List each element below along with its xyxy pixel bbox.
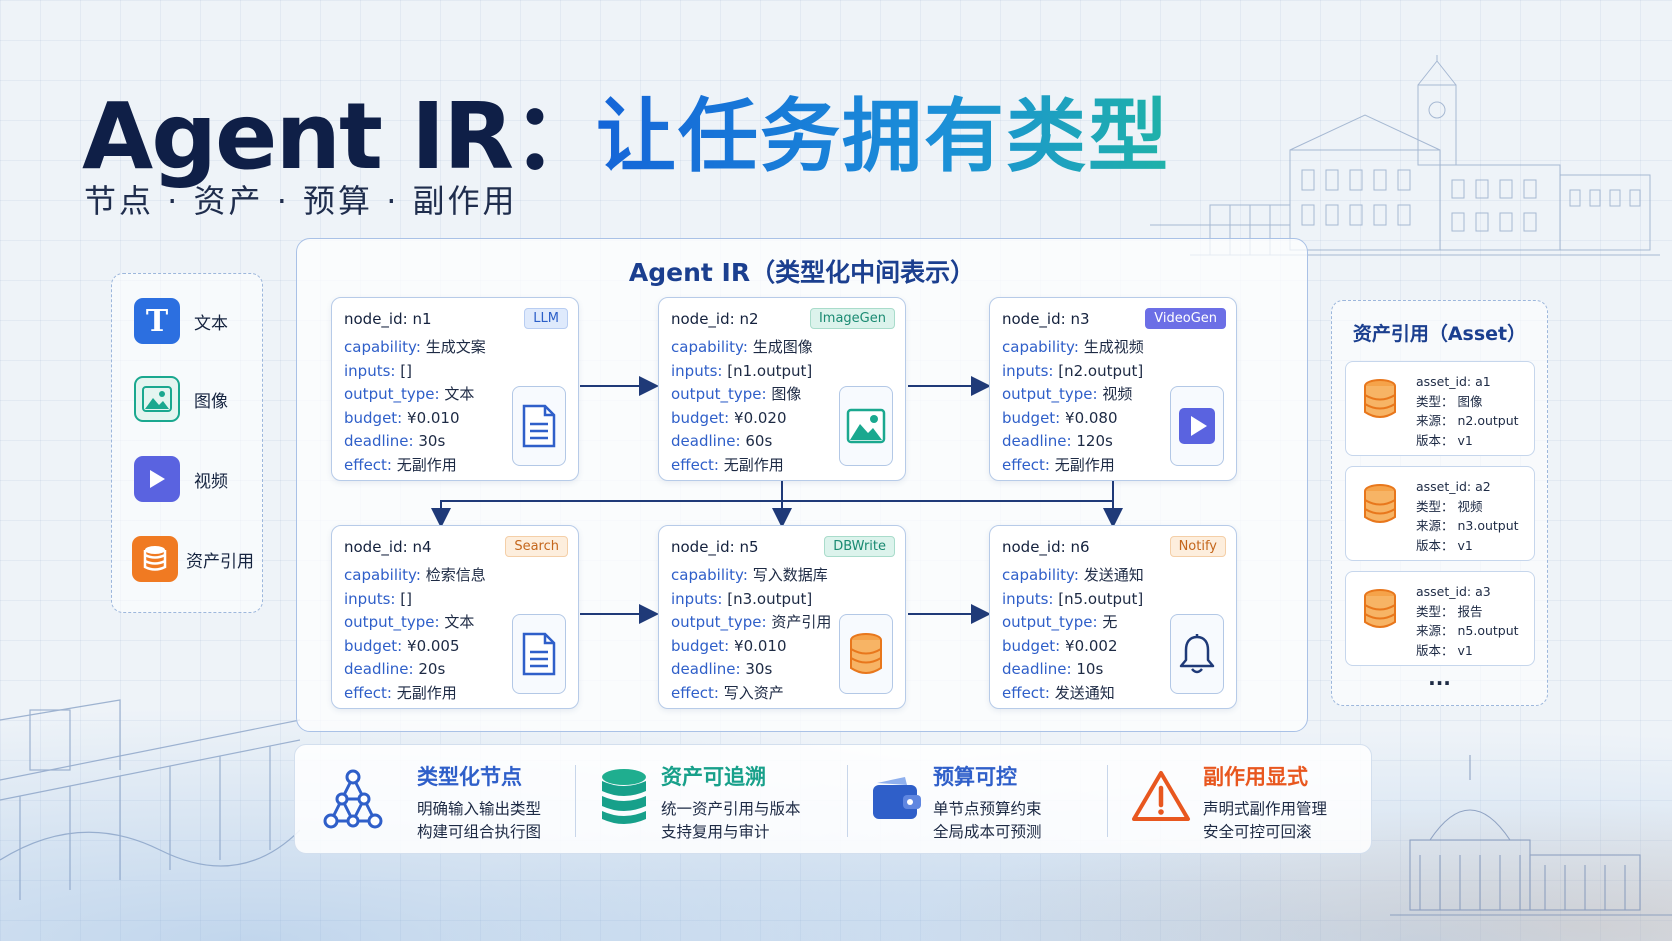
image-icon <box>839 386 893 466</box>
asset-panel-title: 资产引用（Asset） <box>1352 323 1527 345</box>
node-id: node_id: n5 <box>671 538 759 556</box>
feature-divider <box>847 765 848 837</box>
document-icon <box>512 386 566 466</box>
asset-card-a1[interactable]: asset_id: a1 类型： 图像 来源： n2.output 版本： v1 <box>1345 361 1535 456</box>
feature-line-2: 全局成本可预测 <box>933 823 1042 841</box>
database-icon <box>602 769 646 824</box>
node-fields: capability: 生成文案 inputs: [] output_type:… <box>344 338 486 474</box>
legend-item-image: 图像 <box>134 376 228 422</box>
node-fields: capability: 生成视频 inputs: [n2.output] out… <box>1002 338 1144 474</box>
image-icon <box>134 376 180 422</box>
wallet-icon <box>873 777 921 819</box>
asset-reference-panel: 资产引用（Asset） asset_id: a1 类型： 图像 来源： n2.o… <box>1331 300 1548 706</box>
node-id: node_id: n4 <box>344 538 432 556</box>
feature-line-1: 明确输入输出类型 <box>417 800 542 818</box>
ir-panel-title: Agent IR（类型化中间表示） <box>628 258 976 287</box>
asset-details: asset_id: a3 类型： 报告 来源： n5.output 版本： v1 <box>1416 584 1519 658</box>
asset-card-a3[interactable]: asset_id: a3 类型： 报告 来源： n5.output 版本： v1 <box>1345 571 1535 666</box>
feature-traceable-assets: 资产可追溯 统一资产引用与版本 支持复用与审计 <box>577 745 839 855</box>
feature-line-2: 构建可组合执行图 <box>417 823 542 841</box>
legend-label: 资产引用 <box>186 551 254 572</box>
title-highlight: 让任务拥有类型 <box>596 72 1170 188</box>
node-connectors <box>431 376 1123 624</box>
graph-icon <box>323 769 383 829</box>
database-icon <box>839 614 893 694</box>
coin-stack-icon <box>1364 379 1396 418</box>
text-icon: T <box>134 298 180 344</box>
node-id: node_id: n3 <box>1002 310 1090 328</box>
bell-icon <box>1170 614 1224 694</box>
play-icon <box>1170 386 1224 466</box>
subtitle: 节点 · 资产 · 预算 · 副作用 <box>84 182 518 220</box>
node-fields: capability: 发送通知 inputs: [n5.output] out… <box>1002 566 1144 702</box>
node-fields: capability: 写入数据库 inputs: [n3.output] ou… <box>671 566 832 702</box>
feature-line-2: 安全可控可回滚 <box>1203 823 1312 841</box>
capability-tag: DBWrite <box>824 536 895 557</box>
node-n4[interactable]: node_id: n4 Search capability: 检索信息 inpu… <box>331 525 579 709</box>
feature-title: 预算可控 <box>933 765 1017 789</box>
node-fields: capability: 生成图像 inputs: [n1.output] out… <box>671 338 813 474</box>
feature-strip: 类型化节点 明确输入输出类型 构建可组合执行图 资产可追溯 统一资产引用与版本 … <box>294 744 1372 854</box>
agent-ir-panel: Agent IR（类型化中间表示） node_id: n1 LLM capabi… <box>296 238 1308 732</box>
feature-line-1: 声明式副作用管理 <box>1203 800 1328 818</box>
node-fields: capability: 检索信息 inputs: [] output_type:… <box>344 566 486 702</box>
warning-icon <box>1132 771 1190 821</box>
legend-label: 图像 <box>194 391 228 412</box>
node-n6[interactable]: node_id: n6 Notify capability: 发送通知 inpu… <box>989 525 1237 709</box>
legend-label: 视频 <box>194 471 228 492</box>
node-n5[interactable]: node_id: n5 DBWrite capability: 写入数据库 in… <box>658 525 906 709</box>
legend-item-text: T 文本 <box>134 298 228 344</box>
node-id: node_id: n6 <box>1002 538 1090 556</box>
node-id: node_id: n1 <box>344 310 432 328</box>
feature-budget-control: 预算可控 单节点预算约束 全局成本可预测 <box>849 745 1111 855</box>
feature-explicit-side-effects: 副作用显式 声明式副作用管理 安全可控可回滚 <box>1109 745 1371 855</box>
capability-tag: Search <box>505 536 568 557</box>
node-n3[interactable]: node_id: n3 VideoGen capability: 生成视频 in… <box>989 297 1237 481</box>
asset-card-a2[interactable]: asset_id: a2 类型： 视频 来源： n3.output 版本： v1 <box>1345 466 1535 561</box>
legend-label: 文本 <box>194 313 228 334</box>
asset-icon <box>132 536 178 582</box>
feature-title: 资产可追溯 <box>661 765 766 789</box>
palace-sketch-bottom-right <box>1390 755 1672 916</box>
legend-item-video: 视频 <box>134 456 228 502</box>
document-icon <box>512 614 566 694</box>
capability-tag: Notify <box>1169 536 1226 557</box>
bridge-sketch-bottom-left <box>0 699 300 900</box>
node-id: node_id: n2 <box>671 310 759 328</box>
title-main: Agent IR： <box>82 83 604 190</box>
feature-typed-nodes: 类型化节点 明确输入输出类型 构建可组合执行图 <box>295 745 557 855</box>
coin-stack-icon <box>1364 484 1396 523</box>
feature-line-1: 统一资产引用与版本 <box>661 800 801 818</box>
node-n1[interactable]: node_id: n1 LLM capability: 生成文案 inputs:… <box>331 297 579 481</box>
feature-divider <box>575 765 576 837</box>
coin-stack-icon <box>1364 589 1396 628</box>
capability-tag: ImageGen <box>809 308 895 329</box>
node-n2[interactable]: node_id: n2 ImageGen capability: 生成图像 in… <box>658 297 906 481</box>
feature-line-1: 单节点预算约束 <box>933 800 1042 818</box>
feature-divider <box>1107 765 1108 837</box>
feature-title: 副作用显式 <box>1203 765 1308 789</box>
asset-details: asset_id: a1 类型： 图像 来源： n2.output 版本： v1 <box>1416 374 1519 448</box>
more-assets-ellipsis: ··· <box>1428 671 1451 695</box>
capability-tag: VideoGen <box>1145 308 1226 329</box>
feature-line-2: 支持复用与审计 <box>661 823 770 841</box>
video-icon <box>134 456 180 502</box>
capability-tag: LLM <box>524 308 568 329</box>
asset-details: asset_id: a2 类型： 视频 来源： n3.output 版本： v1 <box>1416 479 1519 553</box>
feature-title: 类型化节点 <box>417 765 522 789</box>
type-legend: T 文本 图像 视频 资产引用 <box>111 273 263 613</box>
legend-item-asset: 资产引用 <box>132 536 254 582</box>
building-sketch-top-right <box>1150 55 1660 256</box>
